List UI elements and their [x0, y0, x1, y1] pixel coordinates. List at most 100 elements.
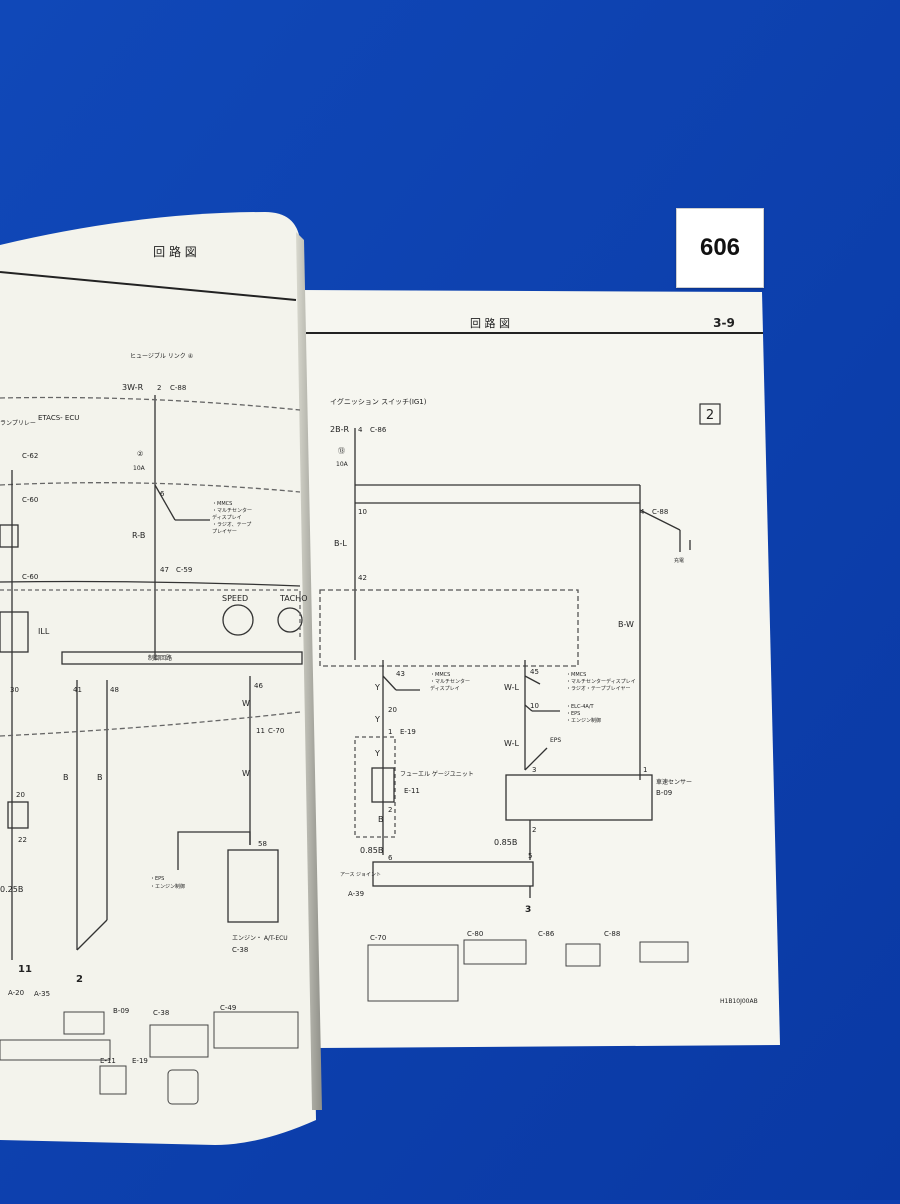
- pin-10b: 10: [530, 702, 539, 710]
- pin-top: 2: [157, 384, 161, 392]
- fuse-link-label: ヒュージブル リンク ④: [130, 352, 193, 360]
- sticker-number: 606: [699, 234, 741, 261]
- eps-left-0: ・EPS: [150, 876, 164, 882]
- ecu-label: エンジン・ A/T-ECU: [232, 935, 288, 942]
- right-page-number: 3-9: [713, 316, 735, 330]
- right-wiring: [319, 428, 691, 898]
- conn-c38: C-38: [232, 946, 248, 954]
- wire-wl-1: W-L: [504, 683, 519, 692]
- pin-20-left: 20: [16, 791, 25, 799]
- mmcs-a-1: ・マルチセンター: [430, 678, 470, 685]
- conn-c86: C-86: [370, 426, 387, 434]
- pin-5: 5: [528, 852, 532, 860]
- conn-c60: C-60: [22, 496, 38, 504]
- elc-0: ・ELC-4A/T: [566, 704, 595, 710]
- conn-c59: C-59: [176, 566, 192, 574]
- right-labels: イグニッション スイッチ(IG1) 2B-R 4 C-86 ⑬ 10A 10 4…: [330, 397, 758, 1005]
- wire-3wr: 3W-R: [122, 383, 144, 392]
- wire-b-2: B: [97, 773, 103, 782]
- rconn-1: C-80: [467, 930, 483, 938]
- wire-2br: 2B-R: [330, 425, 349, 434]
- wire-b-1: B: [63, 773, 69, 782]
- ground-11: 11: [18, 964, 32, 975]
- pin-48: 48: [110, 686, 119, 694]
- lconn-5: E-11: [100, 1057, 116, 1065]
- fuse-10a-left: 10A: [133, 465, 146, 472]
- speed-sensor: 車速センサー: [656, 778, 692, 786]
- mmcs-2: ディスプレイ: [212, 514, 242, 521]
- rconn-3: C-88: [604, 930, 620, 938]
- pin-43: 43: [396, 670, 405, 678]
- pin-1: 1: [388, 728, 392, 736]
- conn-c62: C-62: [22, 452, 38, 460]
- pin-10: 10: [358, 508, 367, 516]
- lconn-4: C-49: [220, 1004, 236, 1012]
- lconn-6: E-19: [132, 1057, 148, 1065]
- book-gutter: [296, 232, 322, 1110]
- wire-rb: R-B: [132, 531, 145, 540]
- pin-3: 3: [532, 766, 536, 774]
- fuse-10a: 10A: [336, 461, 349, 468]
- right-box-frame: [699, 403, 721, 425]
- mmcs-3: ・ラジオ、テープ: [212, 522, 251, 528]
- wire-085b-a: 0.85B: [360, 846, 383, 855]
- relay-label: ランプリレー: [0, 420, 36, 427]
- lconn-3: C-38: [153, 1009, 169, 1017]
- right-page: 回 路 図 3-9 2: [300, 290, 780, 1048]
- pin-46: 46: [254, 682, 263, 690]
- conn-a39: A-39: [348, 890, 364, 898]
- mmcs-a-0: ・MMCS: [430, 672, 450, 678]
- wire-085b-b: 0.85B: [494, 838, 517, 847]
- earth-label: アース ジョイント: [340, 872, 381, 878]
- pin-45: 45: [530, 668, 539, 676]
- left-labels: ヒュージブル リンク ④ 3W-R 2 C-88 ETACS- ECU ランプリ…: [0, 352, 308, 1065]
- control-label: 制御回路: [148, 654, 172, 662]
- conn-c88: C-88: [652, 508, 668, 516]
- ign-label: イグニッション スイッチ(IG1): [330, 397, 427, 406]
- pin-2b: 2: [532, 826, 536, 834]
- to-charge: 充電: [674, 557, 684, 564]
- conn-b09: B-09: [656, 789, 672, 797]
- conn-c88-left: C-88: [170, 384, 186, 392]
- conn-c70: C-70: [268, 727, 284, 735]
- pin-6: 6: [388, 854, 393, 862]
- rconn-0: C-70: [370, 934, 386, 942]
- lconn-0: A-20: [8, 989, 24, 997]
- mmcs-0: ・MMCS: [212, 501, 232, 507]
- speed-label: SPEED: [222, 594, 248, 603]
- pin-4b: 4: [640, 508, 645, 516]
- rconn-2: C-86: [538, 930, 555, 938]
- eps-left-1: ・エンジン制御: [150, 883, 185, 890]
- elc-1: ・EPS: [566, 711, 580, 717]
- right-page-paper: [300, 290, 780, 1048]
- ground-3: 3: [525, 905, 531, 915]
- pin-42: 42: [358, 574, 367, 582]
- pin-47: 47: [160, 566, 169, 574]
- pin-1b: 1: [643, 766, 647, 774]
- pin-6-left: 6: [160, 490, 165, 498]
- mmcs-1: ・マルチセンター: [212, 507, 252, 514]
- wire-bw: B-W: [618, 620, 634, 629]
- wire-w-1: W: [242, 699, 250, 708]
- mmcs-b-0: ・MMCS: [566, 672, 586, 678]
- lconn-2: B-09: [113, 1007, 129, 1015]
- pin-30: 30: [10, 686, 19, 694]
- wire-y-2: Y: [374, 715, 380, 724]
- pin-22-left: 22: [18, 836, 27, 844]
- tacho-label: TACHO: [279, 594, 308, 603]
- conn-c60b: C-60: [22, 573, 38, 581]
- fuel-label: フューエル ゲージユニット: [400, 770, 474, 778]
- right-header-title: 回 路 図: [470, 317, 510, 330]
- mmcs-b-2: ・ラジオ・テープブレイヤー: [566, 685, 630, 692]
- pin-4: 4: [358, 426, 363, 434]
- wire-bl: B-L: [334, 539, 347, 548]
- ill-label: ILL: [38, 627, 50, 636]
- number-sticker: 606: [676, 208, 764, 288]
- wire-w-2: W: [242, 769, 250, 778]
- pin-2: 2: [388, 806, 392, 814]
- etacs-label: ETACS- ECU: [38, 414, 79, 422]
- fuse-13: ⑬: [338, 447, 345, 455]
- left-page-paper: [0, 212, 316, 1145]
- elc-2: ・エンジン制御: [566, 717, 601, 724]
